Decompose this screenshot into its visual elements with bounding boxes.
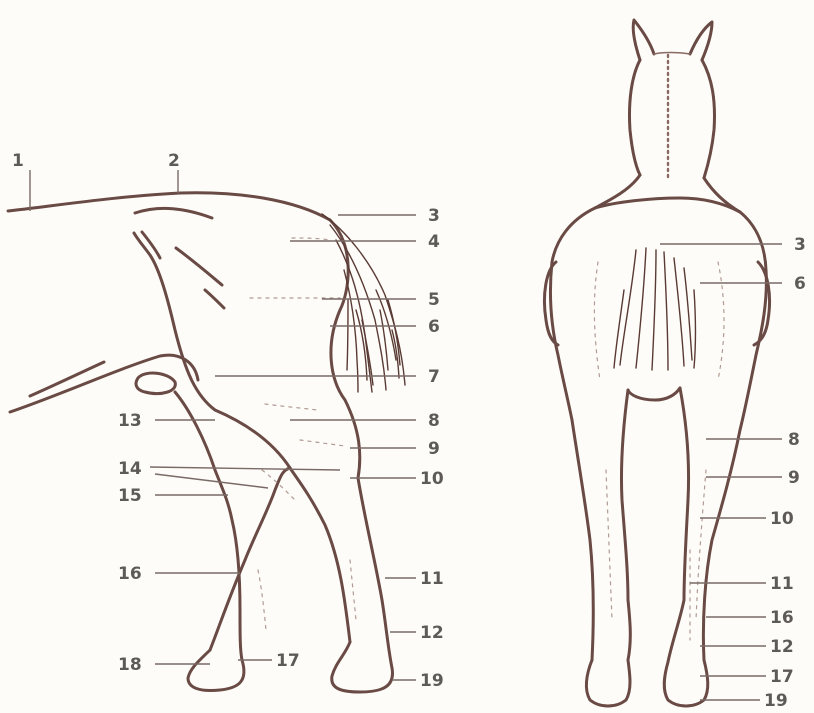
rear-label-16: 16 <box>770 608 794 628</box>
rear-label-19: 19 <box>764 691 788 711</box>
rear-label-3: 3 <box>794 235 806 255</box>
side-label-11: 11 <box>420 569 444 589</box>
rear-view-horse-drawing <box>544 20 769 706</box>
side-label-16: 16 <box>118 564 142 584</box>
side-label-15: 15 <box>118 486 142 506</box>
side-label-4: 4 <box>428 232 440 252</box>
side-label-7: 7 <box>428 367 440 387</box>
side-label-3: 3 <box>428 206 440 226</box>
rear-label-6: 6 <box>794 274 806 294</box>
side-label-19: 19 <box>420 671 444 691</box>
rear-view: 3 6 8 9 10 11 16 12 17 19 <box>544 20 805 711</box>
rear-label-11: 11 <box>770 574 794 594</box>
side-label-13: 13 <box>118 411 142 431</box>
side-label-5: 5 <box>428 290 440 310</box>
side-label-17: 17 <box>276 651 300 671</box>
side-label-10: 10 <box>420 469 444 489</box>
side-label-8: 8 <box>428 411 440 431</box>
side-view-labels: 1 2 3 4 5 6 7 8 9 10 11 12 13 14 15 16 1… <box>12 151 444 691</box>
side-view-leader-lines <box>30 170 416 680</box>
rear-label-12: 12 <box>770 637 794 657</box>
rear-label-9: 9 <box>788 468 800 488</box>
side-label-9: 9 <box>428 439 440 459</box>
side-view-horse-drawing <box>8 193 405 692</box>
rear-label-8: 8 <box>788 430 800 450</box>
side-label-14: 14 <box>118 459 142 479</box>
rear-label-10: 10 <box>770 509 794 529</box>
side-label-1: 1 <box>12 151 24 171</box>
side-label-12: 12 <box>420 623 444 643</box>
side-label-2: 2 <box>168 151 180 171</box>
side-label-6: 6 <box>428 317 440 337</box>
side-label-18: 18 <box>118 655 142 675</box>
rear-label-17: 17 <box>770 667 794 687</box>
side-view: 1 2 3 4 5 6 7 8 9 10 11 12 13 14 15 16 1… <box>8 151 444 692</box>
